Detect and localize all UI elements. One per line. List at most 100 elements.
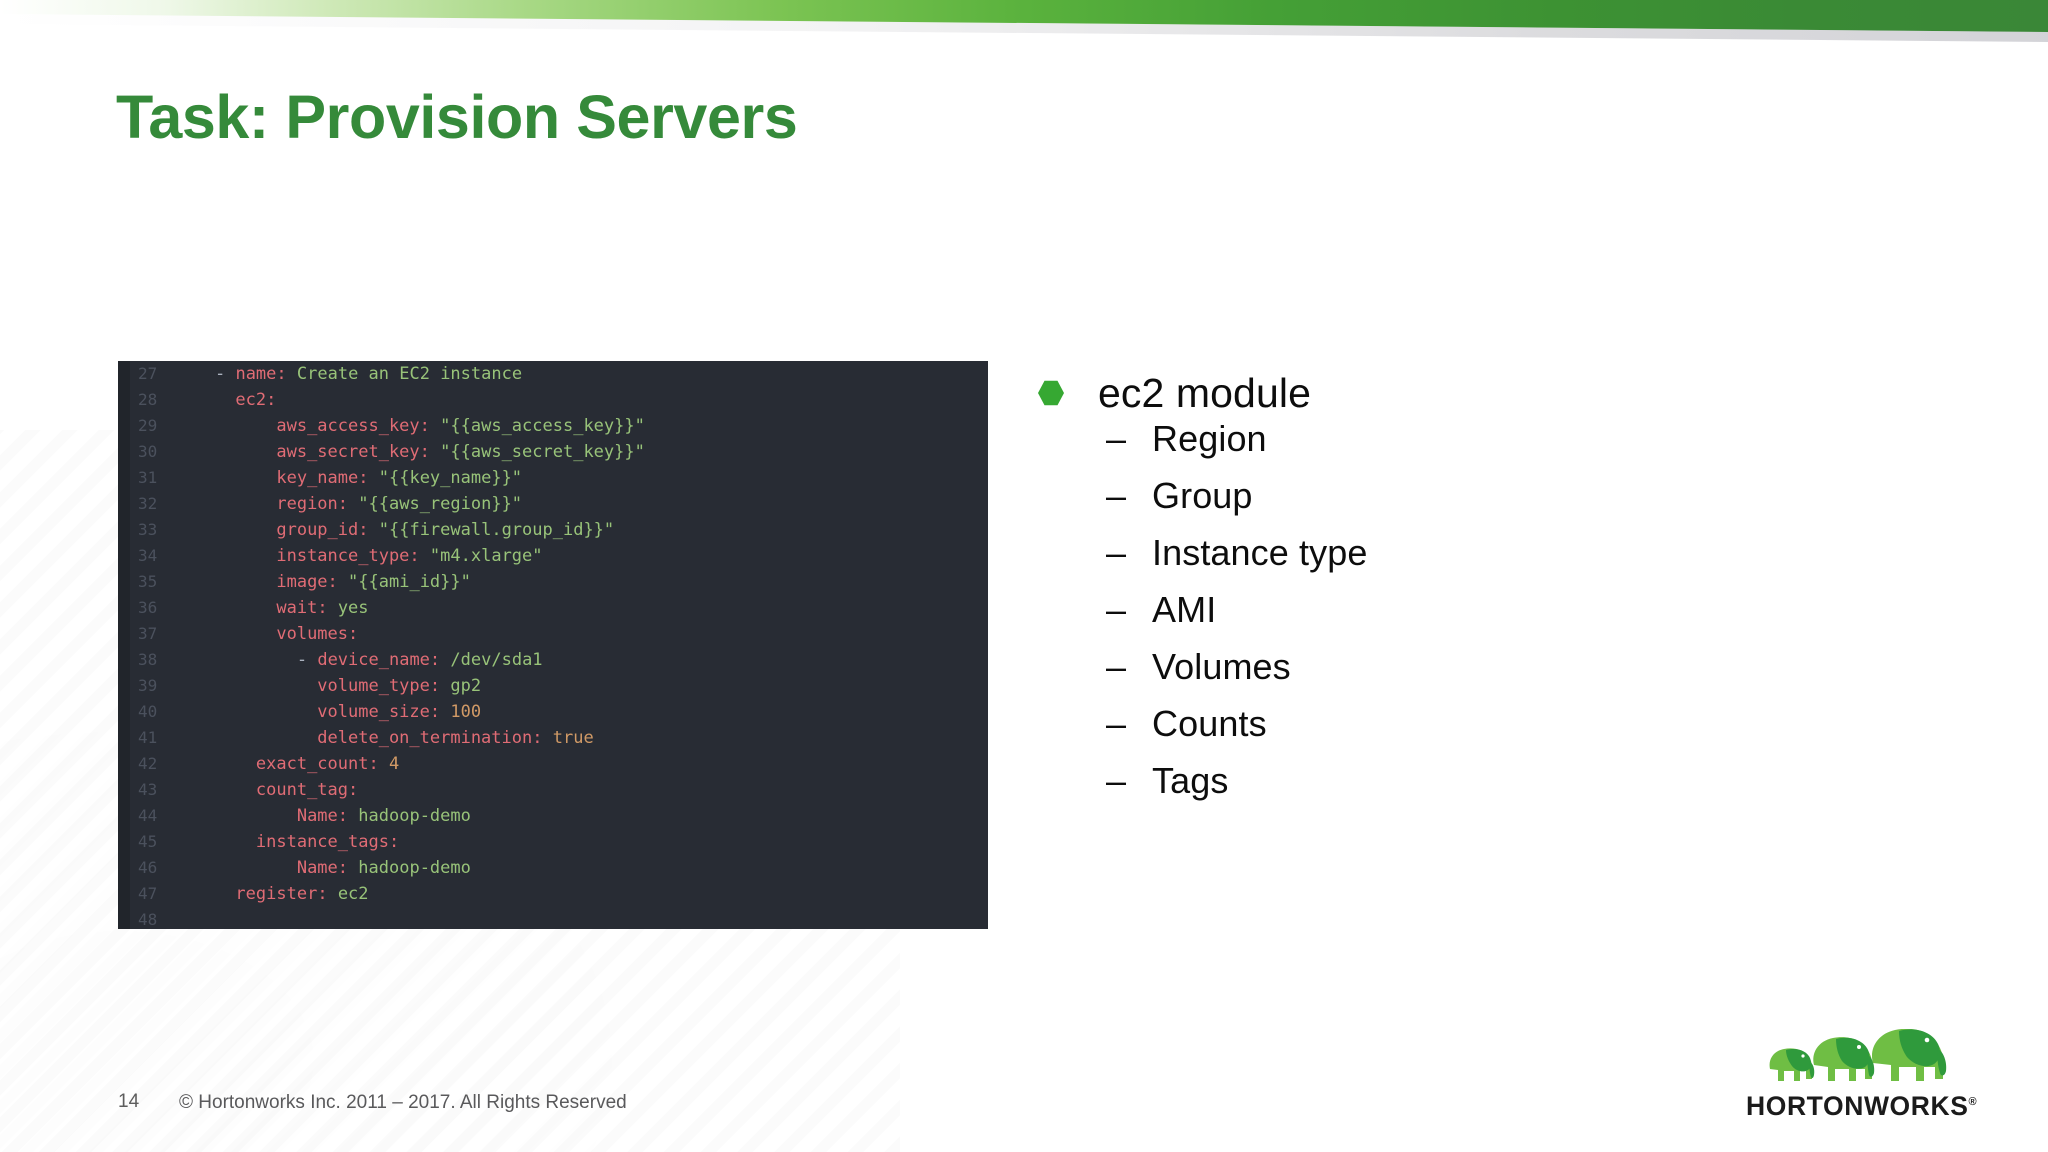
hexagon-bullet-icon [1038, 380, 1064, 406]
code-line: 36 wait: yes [118, 595, 988, 621]
bullet-dash-marker: – [1106, 703, 1127, 744]
code-line: 37 volumes: [118, 621, 988, 647]
code-line-number: 27 [138, 364, 158, 383]
footer-page-number: 14 [118, 1091, 140, 1112]
code-line-number: 42 [138, 754, 158, 773]
code-line-text: count_tag: [255, 780, 359, 800]
code-line: 44 Name: hadoop-demo [118, 803, 988, 829]
bullet-sub-item: –Region [1038, 421, 1938, 478]
code-line-text: wait: yes [276, 598, 369, 618]
code-line-text: ec2: [235, 390, 277, 410]
code-line-number: 28 [138, 390, 158, 409]
code-line-number: 41 [138, 728, 158, 747]
code-line-text: - name: Create an EC2 instance [214, 364, 523, 384]
code-line-number: 48 [138, 910, 158, 929]
code-line-text: - device_name: /dev/sda1 [296, 650, 543, 670]
code-line: 42 exact_count: 4 [118, 751, 988, 777]
code-line-text: Name: hadoop-demo [296, 858, 471, 878]
code-line: 28 ec2: [118, 387, 988, 413]
code-line-number: 36 [138, 598, 158, 617]
code-line-number: 29 [138, 416, 158, 435]
bullet-sub-item-label: AMI [1152, 589, 1217, 630]
code-line: 48 [118, 907, 988, 929]
code-line-number: 31 [138, 468, 158, 487]
code-line-text: exact_count: 4 [255, 754, 400, 774]
bullet-sub-item-label: Region [1152, 418, 1267, 459]
bullet-sub-list: –Region–Group–Instance type–AMI–Volumes–… [1038, 421, 1938, 820]
bullet-sub-item: –Tags [1038, 763, 1938, 820]
logo-wordmark: HORTONWORKS® [1746, 1091, 1984, 1122]
bullet-sub-item-label: Tags [1152, 760, 1229, 801]
code-line-text: Name: hadoop-demo [296, 806, 471, 826]
code-line-number: 37 [138, 624, 158, 643]
code-line-number: 47 [138, 884, 158, 903]
code-line: 34 instance_type: "m4.xlarge" [118, 543, 988, 569]
bullet-sub-item-label: Instance type [1152, 532, 1368, 573]
code-line-text: instance_tags: [255, 832, 400, 852]
code-line-text: instance_type: "m4.xlarge" [276, 546, 543, 566]
code-line-number: 46 [138, 858, 158, 877]
code-line: 45 instance_tags: [118, 829, 988, 855]
code-line-number: 39 [138, 676, 158, 695]
page-title: Task: Provision Servers [116, 83, 798, 151]
code-line-number: 45 [138, 832, 158, 851]
code-line-text: region: "{{aws_region}}" [276, 494, 523, 514]
code-line-number: 43 [138, 780, 158, 799]
code-gutter [118, 361, 130, 929]
code-line-text: volumes: [276, 624, 359, 644]
code-line-number: 40 [138, 702, 158, 721]
code-line: 39 volume_type: gp2 [118, 673, 988, 699]
hortonworks-logo: HORTONWORKS® [1746, 1029, 1984, 1121]
code-line-number: 33 [138, 520, 158, 539]
code-line: 41 delete_on_termination: true [118, 725, 988, 751]
logo-registered-mark: ® [1968, 1096, 1977, 1109]
three-elephants-icon [1769, 1029, 1947, 1081]
bullet-top-level-item: ec2 module [1038, 365, 1938, 421]
bullet-dash-marker: – [1106, 646, 1127, 687]
code-line-text: volume_size: 100 [317, 702, 482, 722]
code-line-number: 38 [138, 650, 158, 669]
code-line-number: 34 [138, 546, 158, 565]
code-line-text: key_name: "{{key_name}}" [276, 468, 523, 488]
code-line: 30 aws_secret_key: "{{aws_secret_key}}" [118, 439, 988, 465]
code-line: 35 image: "{{ami_id}}" [118, 569, 988, 595]
footer-copyright: © Hortonworks Inc. 2011 – 2017. All Righ… [179, 1092, 627, 1113]
code-line-text: group_id: "{{firewall.group_id}}" [276, 520, 615, 540]
bullet-sub-item: –AMI [1038, 592, 1938, 649]
bullet-sub-item: –Group [1038, 478, 1938, 535]
code-line: 40 volume_size: 100 [118, 699, 988, 725]
bullet-sub-item: –Volumes [1038, 649, 1938, 706]
code-line: 32 region: "{{aws_region}}" [118, 491, 988, 517]
code-line-number: 30 [138, 442, 158, 461]
code-line-text: register: ec2 [235, 884, 369, 904]
code-line-number: 44 [138, 806, 158, 825]
logo-wordmark-text: HORTONWORKS [1746, 1091, 1969, 1121]
code-line-text: volume_type: gp2 [317, 676, 482, 696]
code-line: 46 Name: hadoop-demo [118, 855, 988, 881]
code-line: 29 aws_access_key: "{{aws_access_key}}" [118, 413, 988, 439]
bullet-sub-item-label: Volumes [1152, 646, 1291, 687]
code-line-text: delete_on_termination: true [317, 728, 594, 748]
code-line-text: image: "{{ami_id}}" [276, 572, 471, 592]
bullet-top-level-label: ec2 module [1098, 369, 1311, 416]
code-line-text: aws_secret_key: "{{aws_secret_key}}" [276, 442, 645, 462]
bullet-sub-item: –Instance type [1038, 535, 1938, 592]
bullet-dash-marker: – [1106, 760, 1127, 801]
bullet-list: ec2 module –Region–Group–Instance type–A… [1038, 365, 1938, 820]
code-line: 43 count_tag: [118, 777, 988, 803]
code-line: 31 key_name: "{{key_name}}" [118, 465, 988, 491]
top-accent-band [0, 0, 2048, 46]
bullet-dash-marker: – [1106, 475, 1127, 516]
code-line: 27 - name: Create an EC2 instance [118, 361, 988, 387]
code-line: 33 group_id: "{{firewall.group_id}}" [118, 517, 988, 543]
bullet-dash-marker: – [1106, 418, 1127, 459]
bullet-dash-marker: – [1106, 589, 1127, 630]
code-line-number: 35 [138, 572, 158, 591]
code-line-number: 32 [138, 494, 158, 513]
bullet-dash-marker: – [1106, 532, 1127, 573]
bullet-sub-item: –Counts [1038, 706, 1938, 763]
bullet-sub-item-label: Counts [1152, 703, 1267, 744]
